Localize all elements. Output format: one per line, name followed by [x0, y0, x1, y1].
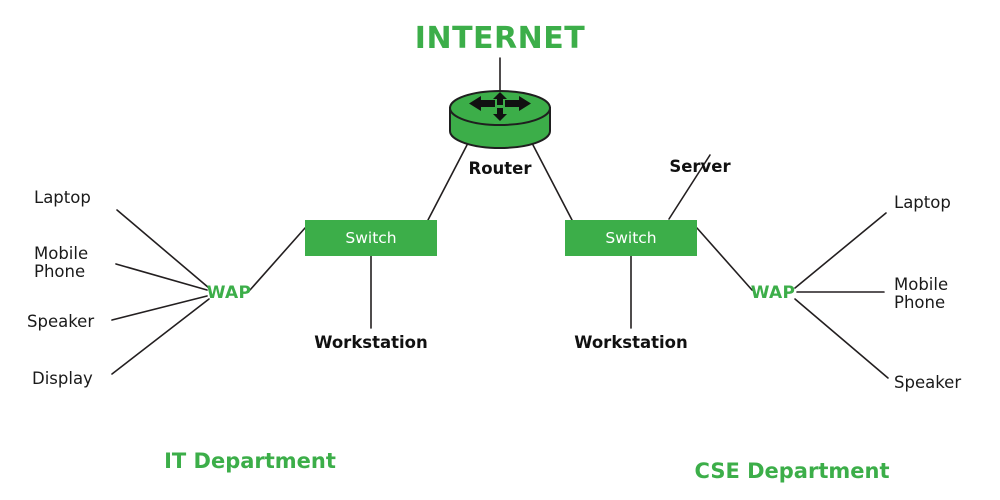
workstation-left-label: Workstation [314, 333, 428, 352]
workstation-right-label: Workstation [574, 333, 688, 352]
router-label: Router [468, 159, 532, 178]
edge-switch-right-to-wap-right [696, 227, 753, 291]
edge-switch-right-to-server [668, 154, 711, 220]
device-right-laptop-label: Laptop [894, 193, 951, 212]
edge-layer [111, 57, 889, 379]
switch-right-node[interactable]: Switch [565, 220, 697, 256]
server-label: Server [669, 157, 731, 176]
device-right-speaker-label: Speaker [894, 373, 961, 392]
device-left-speaker-label: Speaker [27, 312, 94, 331]
device-right-mobile-phone-label-line2: Phone [894, 293, 945, 312]
switch-left-label: Switch [345, 229, 396, 247]
department-it-label: IT Department [164, 449, 336, 473]
edge-wap-left-to-display [111, 298, 210, 375]
edge-wap-left-to-speaker [111, 295, 208, 321]
router-arrows-icon [469, 92, 531, 121]
edge-wap-left-to-mobile-phone [115, 263, 208, 291]
device-left-display-label: Display [32, 369, 93, 388]
switch-right-box [565, 220, 697, 256]
edge-switch-left-to-wap-left [249, 227, 306, 291]
device-left-laptop-label: Laptop [34, 188, 91, 207]
edge-router-to-switch-right [532, 144, 573, 221]
edge-wap-left-to-laptop [116, 209, 210, 289]
wap-right-label[interactable]: WAP [751, 283, 796, 303]
device-right-mobile-phone-label-line1: Mobile [894, 275, 948, 294]
switch-right-label: Switch [605, 229, 656, 247]
router-node[interactable] [449, 90, 551, 149]
edge-wap-right-to-laptop [794, 212, 887, 289]
internet-title: INTERNET [415, 21, 585, 56]
edge-wap-right-to-speaker [794, 298, 889, 379]
edge-router-to-switch-left [427, 144, 468, 221]
switch-left-box [305, 220, 437, 256]
department-cse-label: CSE Department [695, 459, 890, 483]
switch-left-node[interactable]: Switch [305, 220, 437, 256]
device-left-mobile-phone-label-line2: Phone [34, 262, 85, 281]
device-left-mobile-phone-label-line1: Mobile [34, 244, 88, 263]
wap-left-label[interactable]: WAP [207, 283, 252, 303]
